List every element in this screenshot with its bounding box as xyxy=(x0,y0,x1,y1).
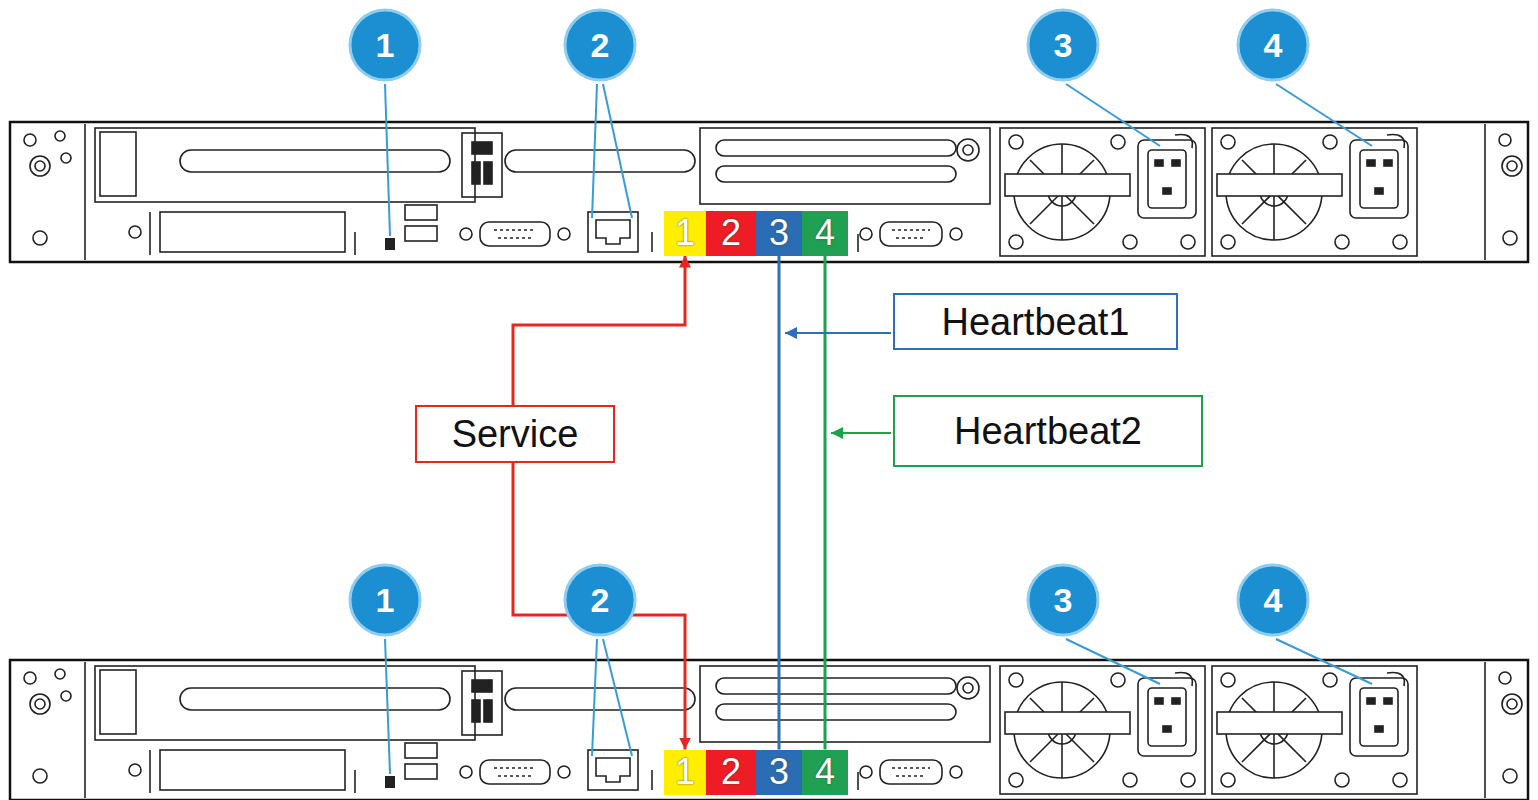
callout-number: 2 xyxy=(591,583,610,617)
callout-leaders xyxy=(385,84,1372,774)
callout-number: 3 xyxy=(1054,28,1073,62)
nic-port-tag: 3 xyxy=(756,750,802,795)
server-part xyxy=(1066,84,1160,146)
callout-circle: 1 xyxy=(348,8,422,82)
port-number: 2 xyxy=(721,215,741,251)
connection-label: Heartbeat1 xyxy=(941,303,1129,341)
callout-number: 1 xyxy=(376,583,395,617)
port-number: 4 xyxy=(815,754,835,790)
server-part xyxy=(385,84,390,236)
nic-port-tag: 2 xyxy=(706,750,756,795)
nic-port-tag: 1 xyxy=(664,750,706,795)
callout-circle-fill xyxy=(1238,565,1308,635)
server-part xyxy=(592,84,597,218)
callout-number: 4 xyxy=(1264,28,1283,62)
port-number: 1 xyxy=(675,754,695,790)
callout-number: 3 xyxy=(1054,583,1073,617)
edge-label-box: Heartbeat2 xyxy=(893,395,1203,467)
callout-circle-fill xyxy=(350,10,420,80)
label-pointer xyxy=(831,432,891,434)
callout-circle-fill xyxy=(1238,10,1308,80)
connection-label: Service xyxy=(452,415,579,453)
callout-circle: 1 xyxy=(348,563,422,637)
callout-number: 1 xyxy=(376,28,395,62)
edge-label-box: Service xyxy=(415,405,615,463)
server-part xyxy=(1276,84,1372,146)
callout-circle: 3 xyxy=(1026,563,1100,637)
nic-port-tag: 3 xyxy=(756,211,802,256)
port-number: 1 xyxy=(675,215,695,251)
server-top xyxy=(10,122,1528,262)
connection-label: Heartbeat2 xyxy=(954,412,1142,450)
network-cable xyxy=(513,256,685,750)
callout-number: 4 xyxy=(1264,583,1283,617)
callout-circle: 2 xyxy=(563,563,637,637)
callout-circle-fill xyxy=(565,565,635,635)
server-part xyxy=(1066,639,1160,684)
callout-circle: 4 xyxy=(1236,563,1310,637)
network-cable xyxy=(778,256,781,750)
callout-circle: 2 xyxy=(563,8,637,82)
port-number: 2 xyxy=(721,754,741,790)
callout-number: 2 xyxy=(591,28,610,62)
edge-label-box: Heartbeat1 xyxy=(893,293,1178,350)
callout-circle: 4 xyxy=(1236,8,1310,82)
callout-circle-fill xyxy=(565,10,635,80)
server-part xyxy=(603,84,632,218)
nic-port-tag: 4 xyxy=(802,750,848,795)
callout-circle-fill xyxy=(350,565,420,635)
port-number: 3 xyxy=(769,215,789,251)
server-part xyxy=(1276,639,1372,684)
port-number: 3 xyxy=(769,754,789,790)
callout-circle-fill xyxy=(1028,565,1098,635)
port-number: 4 xyxy=(815,215,835,251)
nic-port-tag: 4 xyxy=(802,211,848,256)
nic-port-tag: 2 xyxy=(706,211,756,256)
server-part xyxy=(385,639,390,774)
nic-port-tag: 1 xyxy=(664,211,706,256)
callout-circle-fill xyxy=(1028,10,1098,80)
callout-circle: 3 xyxy=(1026,8,1100,82)
server-part xyxy=(592,639,597,756)
label-pointer xyxy=(785,332,891,334)
network-cable xyxy=(824,256,827,750)
server-bottom xyxy=(10,660,1528,800)
server-part xyxy=(603,639,632,756)
